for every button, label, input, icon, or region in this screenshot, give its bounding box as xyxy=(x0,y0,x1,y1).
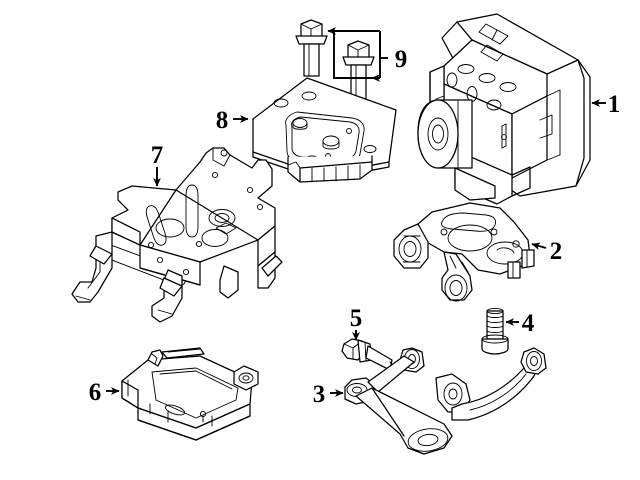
part-4-threaded-stud xyxy=(481,307,509,355)
callout-1-number: 1 xyxy=(608,91,621,118)
callout-6-number: 6 xyxy=(89,379,102,406)
callout-8-number: 8 xyxy=(216,107,229,134)
part-9-hex-flange-bolt-lower xyxy=(342,40,375,100)
callout-2-leader xyxy=(531,242,547,250)
callout-4-number: 4 xyxy=(522,310,535,337)
callout-7-number: 7 xyxy=(151,142,164,169)
callout-5-number: 5 xyxy=(350,305,363,332)
part-8-mounting-plate xyxy=(252,77,397,183)
part-3-support-bracket-frame xyxy=(344,347,547,455)
part-2-modulator-mounting-bracket xyxy=(393,202,535,302)
part-5-hex-flange-bolt xyxy=(341,338,393,371)
part-1-abs-hydraulic-modulator xyxy=(417,13,591,205)
callout-9-leader xyxy=(327,27,388,79)
part-7-control-module-bracket xyxy=(71,147,283,323)
callout-2-number: 2 xyxy=(550,238,563,265)
part-9-hex-flange-bolt-upper xyxy=(295,19,328,77)
callout-9-number: 9 xyxy=(395,46,408,73)
part-6-electronic-control-module xyxy=(121,347,259,441)
callout-3-number: 3 xyxy=(313,381,326,408)
